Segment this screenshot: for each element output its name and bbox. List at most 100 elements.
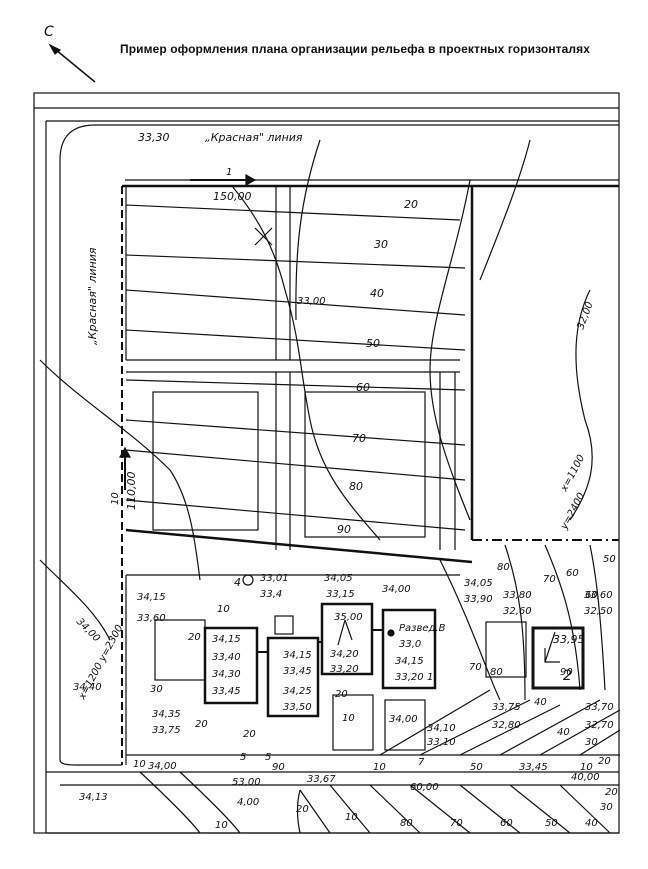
grid-coord-right-y: у=2400 bbox=[558, 491, 587, 532]
site-label: 60 bbox=[500, 818, 513, 829]
spot-black: 32,70 bbox=[585, 720, 614, 731]
building-a-black: 33,45 bbox=[212, 686, 241, 697]
spot-red: 33,45 bbox=[519, 762, 548, 773]
building-b-black: 33,50 bbox=[283, 702, 312, 713]
spot-black: 33,10 bbox=[427, 737, 456, 748]
bottom-len-a: 53,00 bbox=[232, 777, 261, 788]
red-line-label-left: „Красная" линия bbox=[86, 247, 99, 345]
site-label: 10 bbox=[580, 762, 593, 773]
site-label: 20 bbox=[598, 756, 611, 767]
contour-label: 70 bbox=[352, 432, 366, 445]
building-b-red2: 34,25 bbox=[283, 686, 312, 697]
spot-red: 33,75 bbox=[492, 702, 521, 713]
site-label: 90 bbox=[560, 667, 573, 678]
spot-red: 34,00 bbox=[148, 761, 177, 772]
red-line-label-top: „Красная" линия bbox=[205, 131, 303, 144]
spot-black: 32,80 bbox=[492, 720, 521, 731]
spot-red: 34,15 bbox=[137, 592, 166, 603]
building-4-number: 4 bbox=[234, 576, 241, 589]
well-val: 33,0 bbox=[399, 639, 421, 650]
spot-red: 34,05 bbox=[324, 573, 353, 584]
well-black: 33,20 bbox=[395, 672, 424, 683]
building-2-red: 33,95 bbox=[553, 633, 585, 646]
spot-red: 34,05 bbox=[464, 578, 493, 589]
building-a-top: 34,15 bbox=[212, 634, 241, 645]
spot-red: 33,80 bbox=[503, 590, 532, 601]
site-label: 10 bbox=[217, 604, 230, 615]
site-label: 10 bbox=[345, 812, 358, 823]
top-start-elev: 33,30 bbox=[138, 131, 170, 144]
building-well bbox=[381, 608, 437, 690]
site-label: 50 bbox=[603, 554, 616, 565]
building-a-mid: 34,30 bbox=[212, 669, 241, 680]
site-label: 30 bbox=[600, 802, 613, 813]
spot-red: 33,60 bbox=[584, 590, 613, 601]
building-c-red: 35,00 bbox=[334, 612, 363, 623]
building-4-red: 33,01 bbox=[260, 573, 289, 584]
well-name: Развед.В bbox=[399, 623, 446, 634]
left-length: 110,00 bbox=[125, 472, 138, 511]
spot-red: 34,00 bbox=[382, 584, 411, 595]
spot-black: 33,90 bbox=[464, 594, 493, 605]
site-label: 90 bbox=[272, 762, 285, 773]
site-label: 20 bbox=[195, 719, 208, 730]
spot-black: 33,75 bbox=[152, 725, 181, 736]
contour-label: 50 bbox=[366, 337, 380, 350]
site-label: 70 bbox=[543, 574, 556, 585]
building-2 bbox=[531, 626, 585, 690]
spot-red: 34,35 bbox=[152, 709, 181, 720]
building-4-black: 33,4 bbox=[260, 589, 282, 600]
bottom-end-elev: 40,00 bbox=[571, 772, 600, 783]
building-2-num: 2 bbox=[563, 668, 572, 684]
bottom-seg-b: 7 bbox=[418, 757, 425, 768]
bottom-len-b: 60,00 bbox=[410, 782, 439, 793]
existing-contour: 32,00 bbox=[575, 300, 595, 331]
top-segment: 1 bbox=[226, 167, 232, 178]
site-label: 40 bbox=[534, 697, 547, 708]
spot-black: 33,15 bbox=[326, 589, 355, 600]
site-label: 30 bbox=[150, 684, 163, 695]
site-label: 80 bbox=[497, 562, 510, 573]
spot-red: 33,70 bbox=[585, 702, 614, 713]
building-b-red: 34,15 bbox=[283, 650, 312, 661]
site-label: 80 bbox=[490, 667, 503, 678]
contour-label: 90 bbox=[337, 523, 351, 536]
contour-label: 30 bbox=[374, 238, 388, 251]
north-label: С bbox=[44, 24, 54, 40]
site-label: 50 bbox=[470, 762, 483, 773]
spot-red: 34,10 bbox=[427, 723, 456, 734]
spot-red: 34,40 bbox=[73, 682, 102, 693]
bottom-mid-elev: 33,67 bbox=[307, 774, 336, 785]
site-label: 10 bbox=[215, 820, 228, 831]
site-label: 10 bbox=[373, 762, 386, 773]
existing-contour: 33,00 bbox=[297, 296, 326, 307]
building-c bbox=[320, 602, 374, 676]
bottom-start-elev: 34,13 bbox=[79, 792, 108, 803]
well-num: 1 bbox=[427, 672, 433, 683]
site-label: 80 bbox=[400, 818, 413, 829]
site-label: 20 bbox=[296, 804, 309, 815]
bottom-seg-a: 5 bbox=[240, 752, 246, 763]
building-a-hdr: 33,40 bbox=[212, 652, 241, 663]
site-label: 5 bbox=[265, 752, 271, 763]
building-b bbox=[266, 636, 320, 718]
left-segment: 10 bbox=[110, 492, 121, 505]
spot-red: 34,00 bbox=[389, 714, 418, 725]
site-label: 70 bbox=[450, 818, 463, 829]
site-label: 30 bbox=[585, 737, 598, 748]
site-label: 60 bbox=[585, 590, 598, 601]
site-label: 20 bbox=[335, 689, 348, 700]
site-label: 50 bbox=[545, 818, 558, 829]
building-b-mid: 33,45 bbox=[283, 666, 312, 677]
site-label: 40 bbox=[557, 727, 570, 738]
contour-label: 20 bbox=[404, 198, 418, 211]
page-title: Пример оформления плана организации рель… bbox=[120, 42, 591, 56]
spot-black: 32,50 bbox=[584, 606, 613, 617]
well-red: 34,15 bbox=[395, 656, 424, 667]
site-label: 10 bbox=[133, 759, 146, 770]
site-label: 40 bbox=[585, 818, 598, 829]
site-label: 20 bbox=[188, 632, 201, 643]
contour-label: 40 bbox=[370, 287, 384, 300]
spot-black: 32,60 bbox=[503, 606, 532, 617]
